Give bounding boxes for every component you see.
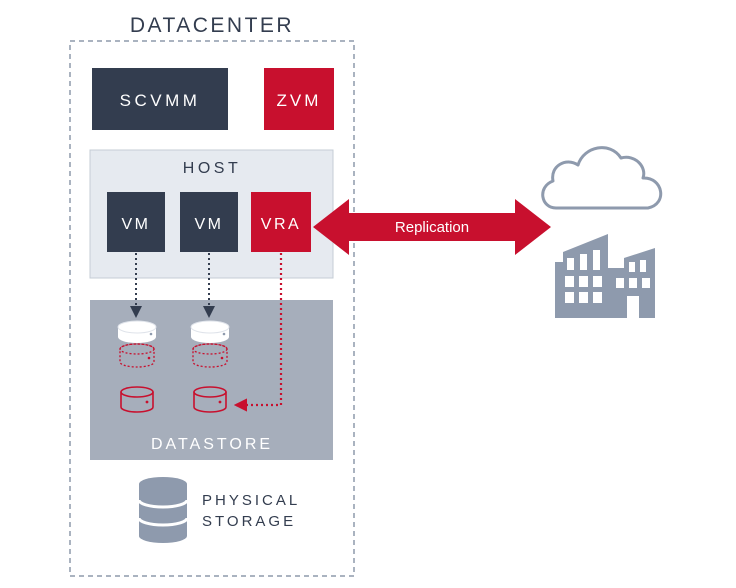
zvm-box[interactable] [264, 68, 334, 130]
cloud-icon [541, 146, 663, 210]
vra-label: VRA [261, 216, 301, 233]
vm-label-1: VM [122, 216, 151, 233]
vra-box[interactable] [251, 192, 311, 252]
vm-box-1[interactable] [107, 192, 165, 252]
datacenter-border [69, 40, 355, 577]
journal-disk-icon-2 [193, 386, 227, 413]
scvmm-label: SCVMM [120, 91, 201, 110]
vra-journal-arrow [233, 253, 283, 412]
physical-storage-label-2: STORAGE [202, 513, 296, 530]
replication-label: Replication [395, 219, 469, 236]
vm-box-2[interactable] [180, 192, 238, 252]
building-icon [555, 234, 655, 318]
zvm-label: ZVM [277, 91, 322, 110]
journal-disk-icon-1 [120, 386, 154, 413]
physical-storage-icon [137, 477, 189, 543]
datastore-title: DATASTORE [151, 436, 273, 453]
datacenter-title: DATACENTER [130, 14, 294, 37]
physical-storage-label-1: PHYSICAL [202, 492, 300, 509]
vm-disk-icon-1 [117, 320, 157, 368]
vm-disk-icon-2 [190, 320, 230, 368]
scvmm-box[interactable] [92, 68, 228, 130]
host-title: HOST [183, 160, 241, 177]
vm-label-2: VM [195, 216, 224, 233]
replication-arrow [313, 199, 551, 255]
